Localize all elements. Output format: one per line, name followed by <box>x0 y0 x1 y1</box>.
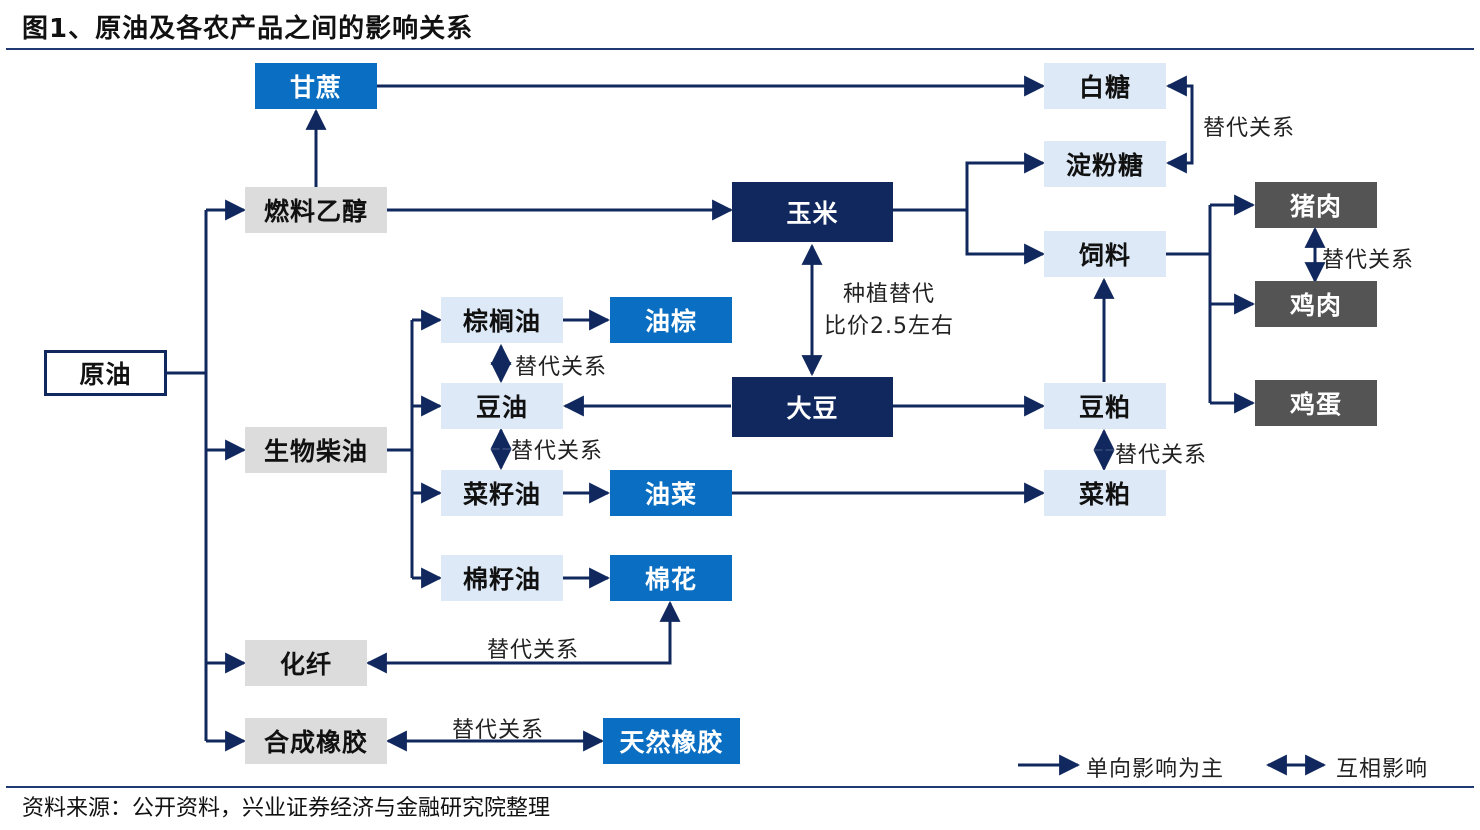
node-rapeseed: 油菜 <box>610 470 732 516</box>
arrow-corn-to-starch-sugar <box>965 152 1046 210</box>
node-eggs: 鸡蛋 <box>1255 380 1377 426</box>
label-sub-pork-chicken: 替代关系 <box>1322 248 1415 273</box>
label-sub-palm-soy: 替代关系 <box>515 355 608 380</box>
node-soybean: 大豆 <box>732 377 893 437</box>
figure-title: 图1、原油及各农产品之间的影响关系 <box>22 14 474 44</box>
label-sub-soy-rapeseed: 替代关系 <box>511 439 604 464</box>
node-oil-palm: 油棕 <box>610 297 732 343</box>
node-chicken: 鸡肉 <box>1255 281 1377 327</box>
node-corn: 玉米 <box>732 182 893 242</box>
node-palm-oil: 棕榈油 <box>441 297 563 343</box>
node-chemical-fiber: 化纤 <box>245 640 367 686</box>
node-sugarcane: 甘蔗 <box>255 63 377 109</box>
label-sub-cotton-fiber: 替代关系 <box>487 638 580 663</box>
node-rapeseed-meal: 菜粕 <box>1044 470 1166 516</box>
node-synthetic-rubber: 合成橡胶 <box>245 718 387 764</box>
source-note: 资料来源：公开资料，兴业证券经济与金融研究院整理 <box>22 796 551 821</box>
label-planting-sub-line1: 种植替代 <box>842 282 935 307</box>
label-sub-sugar: 替代关系 <box>1203 116 1296 141</box>
node-pork: 猪肉 <box>1255 182 1377 228</box>
node-starch-sugar: 淀粉糖 <box>1044 141 1166 187</box>
node-feed: 饲料 <box>1044 231 1166 277</box>
sub-sugar <box>1165 75 1194 174</box>
node-crude-oil: 原油 <box>44 350 167 396</box>
arrow-corn-to-feed <box>965 210 1046 265</box>
node-soybean-meal: 豆粕 <box>1044 383 1166 429</box>
node-white-sugar: 白糖 <box>1044 63 1166 109</box>
legend-two-way-label: 互相影响 <box>1336 757 1429 782</box>
node-cotton: 棉花 <box>610 555 732 601</box>
bottom-divider <box>6 786 1474 788</box>
node-natural-rubber: 天然橡胶 <box>603 718 740 764</box>
node-fuel-ethanol: 燃料乙醇 <box>245 187 387 233</box>
legend-one-way-label: 单向影响为主 <box>1086 757 1225 782</box>
node-rapeseed-oil: 菜籽油 <box>441 470 563 516</box>
sub-cotton-fiber <box>365 600 681 674</box>
label-planting-sub-line2: 比价2.5左右 <box>824 314 954 339</box>
node-biodiesel: 生物柴油 <box>245 427 387 473</box>
node-cottonseed-oil: 棉籽油 <box>441 555 563 601</box>
top-divider <box>6 48 1474 50</box>
label-sub-meals: 替代关系 <box>1115 443 1208 468</box>
label-sub-rubber: 替代关系 <box>452 718 545 743</box>
node-soybean-oil: 豆油 <box>441 383 563 429</box>
label-planting-sub: 种植替代 比价2.5左右 <box>822 279 956 343</box>
